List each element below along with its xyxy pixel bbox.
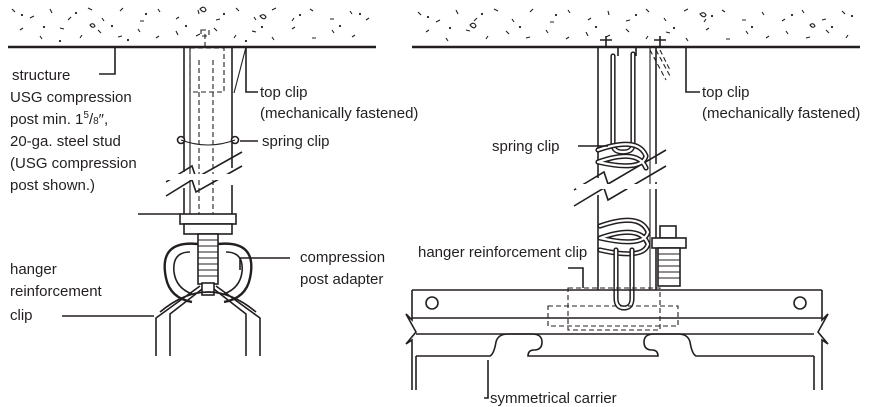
right-spring-clip-label: spring clip: [492, 138, 560, 155]
post-size-numerator: 5: [83, 110, 89, 121]
post-label-line-5: post shown.): [10, 177, 95, 194]
adapter-label-line-1: compression: [300, 249, 385, 266]
structure-label: structure: [12, 67, 70, 84]
right-hanger-reinforcement-clip: [547, 287, 679, 331]
post-label-line-3: 20-ga. steel stud: [10, 133, 121, 150]
right-compression-post-adapter: [651, 225, 687, 287]
left-leader-lines: [62, 46, 290, 317]
post-label-line-1: USG compression: [10, 89, 132, 106]
left-top-clip-note: (mechanically fastened): [260, 105, 418, 122]
right-spring-clip: [595, 51, 651, 311]
left-hanger-reinforcement-clip: [155, 242, 261, 356]
right-leader-lines: [484, 48, 700, 399]
right-detail: top clip (mechanically fastened) spring …: [405, 8, 860, 407]
hanger-label-line-2: reinforcement: [10, 283, 103, 300]
right-concrete-slab: [412, 8, 860, 49]
left-spring-clip: [176, 135, 240, 146]
right-top-clip-label: top clip: [702, 84, 750, 101]
hanger-label-line-3: clip: [10, 307, 33, 324]
post-size-inch-mark: ″,: [99, 111, 108, 128]
left-detail: structure top clip (mechanically fastene…: [8, 6, 418, 356]
hanger-label-line-1: hanger: [10, 261, 57, 278]
left-compression-post-adapter: [179, 213, 237, 285]
post-size-denominator: 8: [93, 116, 99, 127]
symmetrical-carrier-label: symmetrical carrier: [490, 390, 617, 407]
post-label-line-2: post min. 15/8″,: [10, 110, 108, 128]
left-top-clip-label: top clip: [260, 84, 308, 101]
left-spring-clip-label: spring clip: [262, 133, 330, 150]
right-top-clip-note: (mechanically fastened): [702, 105, 860, 122]
post-label-line-4: (USG compression: [10, 155, 137, 172]
right-hanger-clip-label: hanger reinforcement clip: [418, 244, 587, 261]
post-size-text: post min. 1: [10, 111, 83, 128]
right-compression-post: [573, 47, 672, 290]
left-concrete-slab: [8, 6, 376, 49]
left-top-clip: [189, 29, 225, 93]
post-size-slash: /: [89, 111, 94, 128]
adapter-label-line-2: post adapter: [300, 271, 383, 288]
symmetrical-carrier: [405, 289, 829, 390]
right-top-clip: [600, 36, 671, 81]
